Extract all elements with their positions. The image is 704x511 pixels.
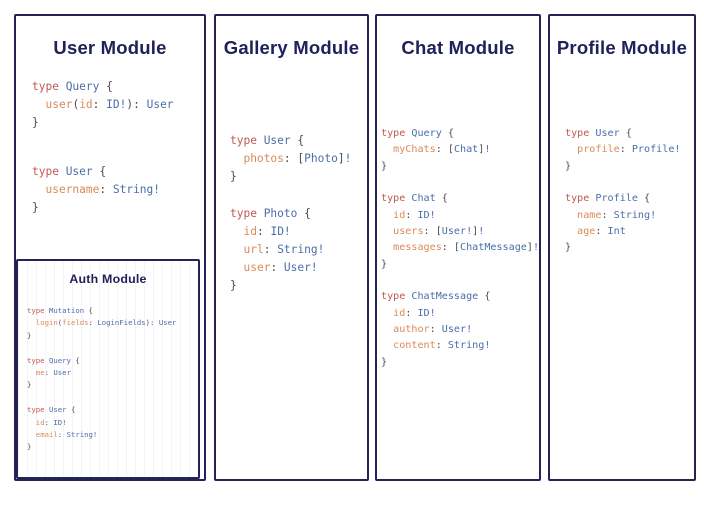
code-block-gallery-schema: type User { photos: [Photo]! } type Phot… bbox=[230, 134, 352, 293]
card-user-module[interactable]: User Module type Query { user(id: ID!): … bbox=[14, 14, 206, 481]
card-title-chat-module: Chat Module bbox=[401, 37, 515, 58]
card-profile-module[interactable]: Profile Module type User { profile: Prof… bbox=[548, 14, 696, 481]
card-title-profile-module: Profile Module bbox=[556, 37, 688, 58]
code-block-chat-schema: type Query { myChats: [Chat]! } type Cha… bbox=[381, 128, 540, 368]
card-title-user-module: User Module bbox=[53, 37, 167, 58]
code-block-profile-schema: type User { profile: Profile! } type Pro… bbox=[565, 128, 681, 254]
card-gallery-module[interactable]: Gallery Module type User { photos: [Phot… bbox=[214, 14, 369, 481]
card-chat-module[interactable]: Chat Module type Query { myChats: [Chat]… bbox=[375, 14, 541, 481]
card-title-gallery-module: Gallery Module bbox=[223, 37, 360, 58]
code-block-user-query: type Query { user(id: ID!): User } bbox=[32, 80, 174, 130]
code-block-auth-schema: type Mutation { login(fields: LoginField… bbox=[27, 306, 177, 452]
code-block-user-type: type User { username: String! } bbox=[32, 165, 161, 215]
card-title-auth-module: Auth Module bbox=[69, 272, 147, 286]
card-auth-module[interactable]: Auth Module type Mutation { login(fields… bbox=[16, 259, 200, 479]
